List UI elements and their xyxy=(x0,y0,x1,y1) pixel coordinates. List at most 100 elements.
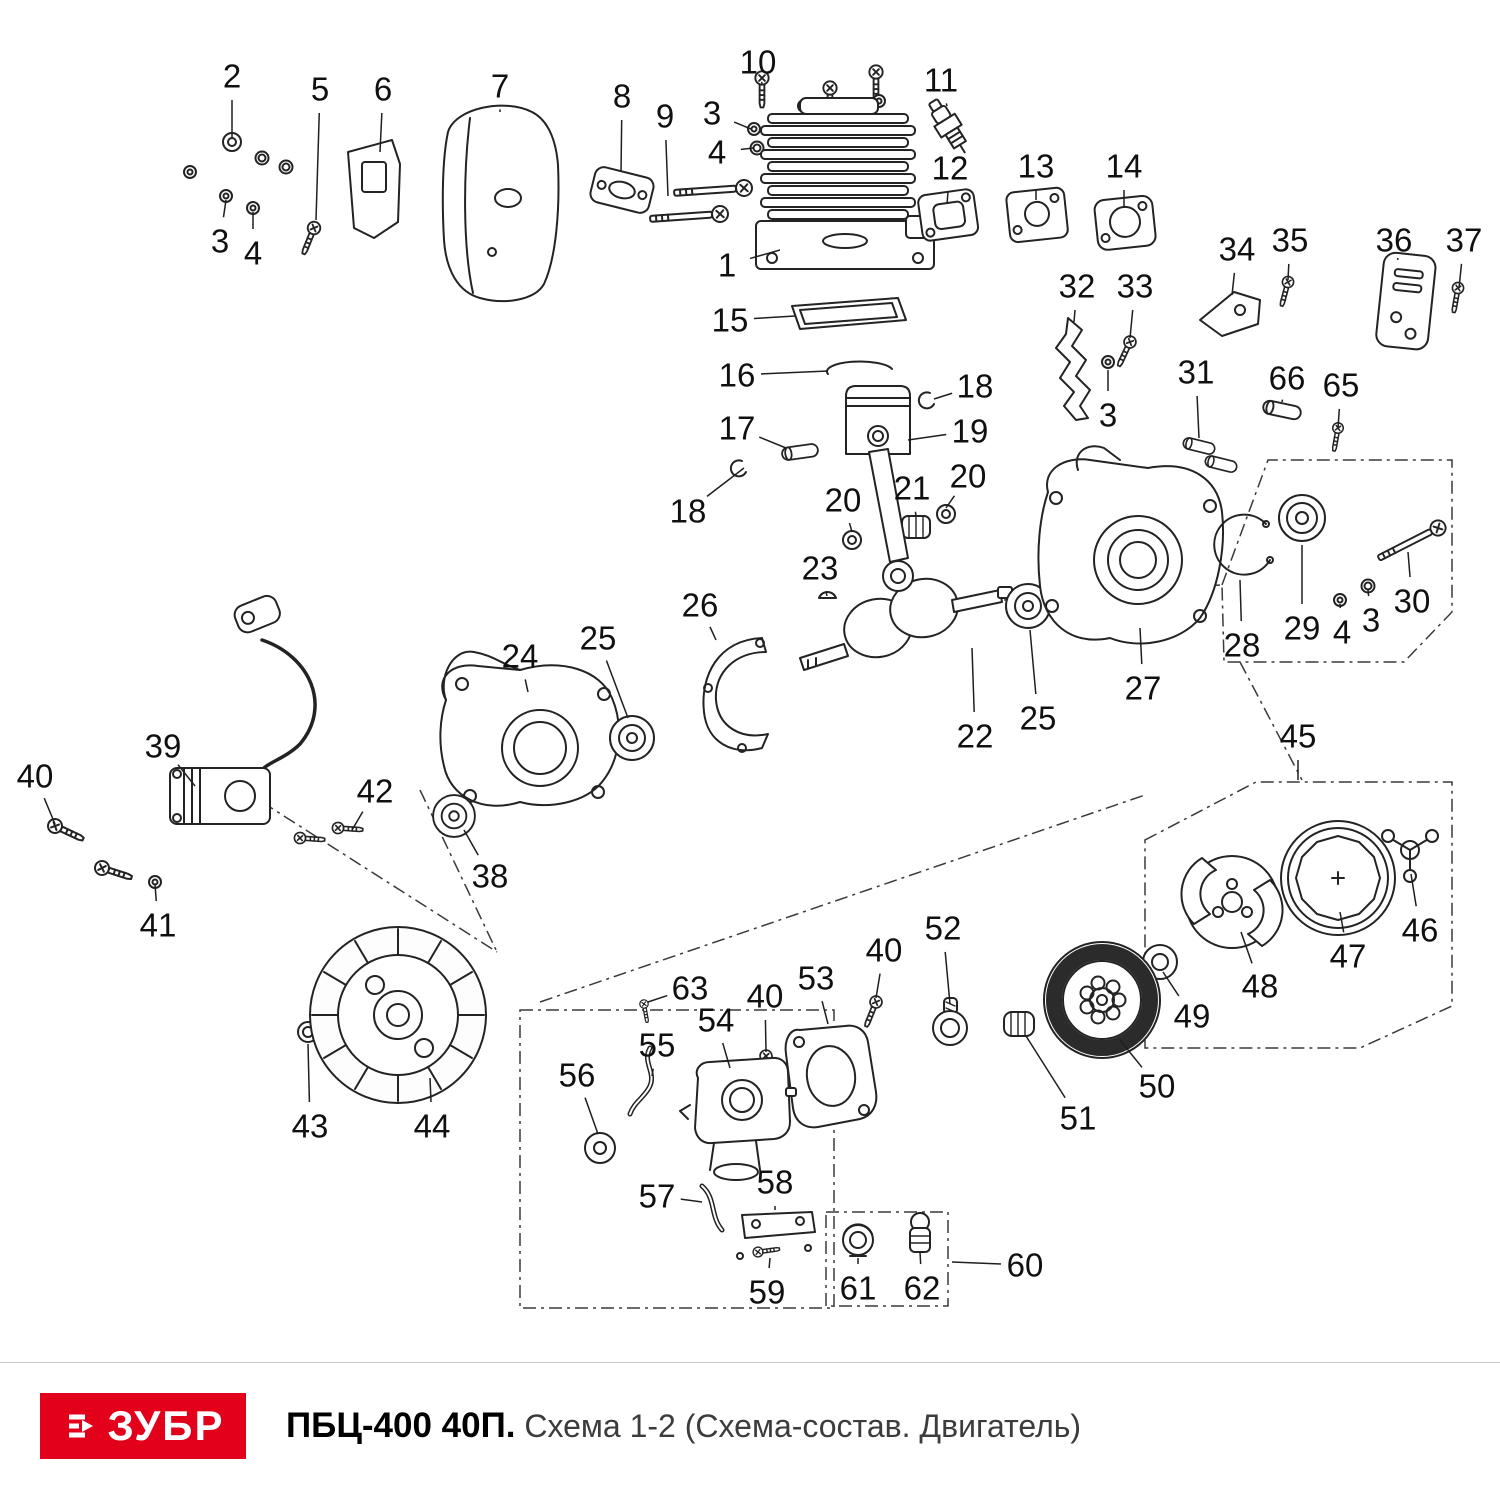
piston xyxy=(845,385,911,455)
leader-line-12 xyxy=(946,191,949,205)
leader-line-20 xyxy=(848,522,853,533)
leader-line-44 xyxy=(429,1077,432,1103)
leader-line-27 xyxy=(1139,627,1143,665)
part-label-2: 2 xyxy=(223,58,241,95)
part-label-44: 44 xyxy=(414,1108,451,1145)
part-label-36: 36 xyxy=(1376,222,1413,259)
part-label-16: 16 xyxy=(719,357,756,394)
idle-screw xyxy=(638,998,652,1024)
part-label-52: 52 xyxy=(925,910,962,947)
leader-line-56 xyxy=(584,1097,599,1135)
part-label-62: 62 xyxy=(904,1270,941,1307)
ignition-coil xyxy=(169,594,317,825)
part-label-14: 14 xyxy=(1106,148,1143,185)
zubr-logo: ЗУБР xyxy=(40,1393,246,1459)
part-label-35: 35 xyxy=(1272,222,1309,259)
scheme-name: Схема 1-2 (Схема-состав. Двигатель) xyxy=(524,1408,1082,1444)
guide-plate xyxy=(1375,251,1437,351)
parts-artwork xyxy=(44,64,1466,1260)
part-label-59: 59 xyxy=(749,1274,786,1311)
group-frame-60 xyxy=(825,1211,949,1307)
leader-line-57 xyxy=(680,1198,703,1203)
clutch-assembly xyxy=(1180,855,1284,949)
fuel-line xyxy=(629,1047,653,1115)
impulse-line xyxy=(701,1185,723,1231)
part-label-65: 65 xyxy=(1323,367,1360,404)
part-label-17: 17 xyxy=(719,410,756,447)
part-label-48: 48 xyxy=(1242,968,1279,1005)
leader-line-18 xyxy=(706,467,745,497)
screw xyxy=(1328,421,1345,453)
intake-flange xyxy=(1093,194,1157,251)
document-title: ПБЦ-400 40П. Схема 1-2 (Схема-состав. Дв… xyxy=(286,1406,1081,1446)
part-label-41: 41 xyxy=(140,907,177,944)
part-label-51: 51 xyxy=(1060,1100,1097,1137)
crankshaft xyxy=(799,577,1013,671)
leader-line-65 xyxy=(1337,408,1341,429)
part-label-4: 4 xyxy=(1333,614,1351,651)
leader-line-62 xyxy=(919,1251,922,1265)
circlip xyxy=(917,391,935,410)
leader-line-5 xyxy=(315,112,321,221)
part-label-55: 55 xyxy=(639,1027,676,1064)
leader-line-37 xyxy=(1458,263,1463,289)
screw xyxy=(859,993,885,1030)
leader-line-34 xyxy=(1231,272,1236,296)
part-label-22: 22 xyxy=(957,718,994,755)
part-label-4: 4 xyxy=(708,134,726,171)
leader-line-26 xyxy=(709,626,717,641)
plate-screw xyxy=(1447,280,1466,315)
part-label-29: 29 xyxy=(1284,610,1321,647)
leader-line-25 xyxy=(605,660,629,719)
part-label-38: 38 xyxy=(472,858,509,895)
carb-bracket xyxy=(741,1211,816,1239)
footer-divider xyxy=(0,1362,1500,1363)
part-label-11: 11 xyxy=(924,62,958,99)
leader-line-24 xyxy=(524,679,529,693)
retaining-ring xyxy=(1213,513,1274,576)
leader-line-55 xyxy=(651,1068,654,1077)
primer-bulb xyxy=(842,1223,874,1257)
leader-line-6 xyxy=(379,112,383,153)
part-label-61: 61 xyxy=(840,1270,877,1307)
leader-line-38 xyxy=(463,829,479,856)
muffler-gasket xyxy=(589,166,655,214)
grommet xyxy=(584,1132,616,1164)
leader-line-3 xyxy=(733,121,752,130)
part-label-7: 7 xyxy=(491,68,509,105)
leader-line-21 xyxy=(914,511,917,517)
leader-line-16 xyxy=(760,370,829,375)
crankcase-gasket xyxy=(702,637,769,753)
part-label-47: 47 xyxy=(1330,938,1367,975)
group-frame-28-30 xyxy=(1221,459,1453,663)
cylinder xyxy=(755,97,937,270)
connecting-rod xyxy=(868,448,914,592)
leader-line-52 xyxy=(944,951,951,1005)
muffler-bolts xyxy=(648,178,754,228)
insulator-flange xyxy=(1005,186,1069,243)
stop-switch-screw xyxy=(331,821,364,837)
part-label-23: 23 xyxy=(802,550,839,587)
leader-line-18 xyxy=(933,392,953,400)
leader-line-8 xyxy=(620,119,623,173)
crankcase-left xyxy=(439,650,620,807)
leader-line-32 xyxy=(1073,309,1076,323)
part-label-8: 8 xyxy=(613,78,631,115)
part-label-6: 6 xyxy=(374,71,392,108)
part-label-63: 63 xyxy=(672,970,709,1007)
part-label-43: 43 xyxy=(292,1108,329,1145)
part-label-27: 27 xyxy=(1125,670,1162,707)
leader-line-66 xyxy=(1281,399,1284,403)
part-label-31: 31 xyxy=(1178,354,1215,391)
part-label-49: 49 xyxy=(1174,998,1211,1035)
leader-line-43 xyxy=(307,1043,311,1103)
carburetor xyxy=(679,1056,797,1181)
leader-line-50 xyxy=(1119,1039,1143,1068)
baffle-screw xyxy=(1112,333,1139,370)
baffle-washer xyxy=(1101,355,1115,369)
cover-bracket xyxy=(347,139,401,239)
stop-switch-screw xyxy=(293,831,326,847)
part-label-46: 46 xyxy=(1402,912,1439,949)
leader-line-1 xyxy=(749,249,781,260)
part-label-45: 45 xyxy=(1280,718,1317,755)
